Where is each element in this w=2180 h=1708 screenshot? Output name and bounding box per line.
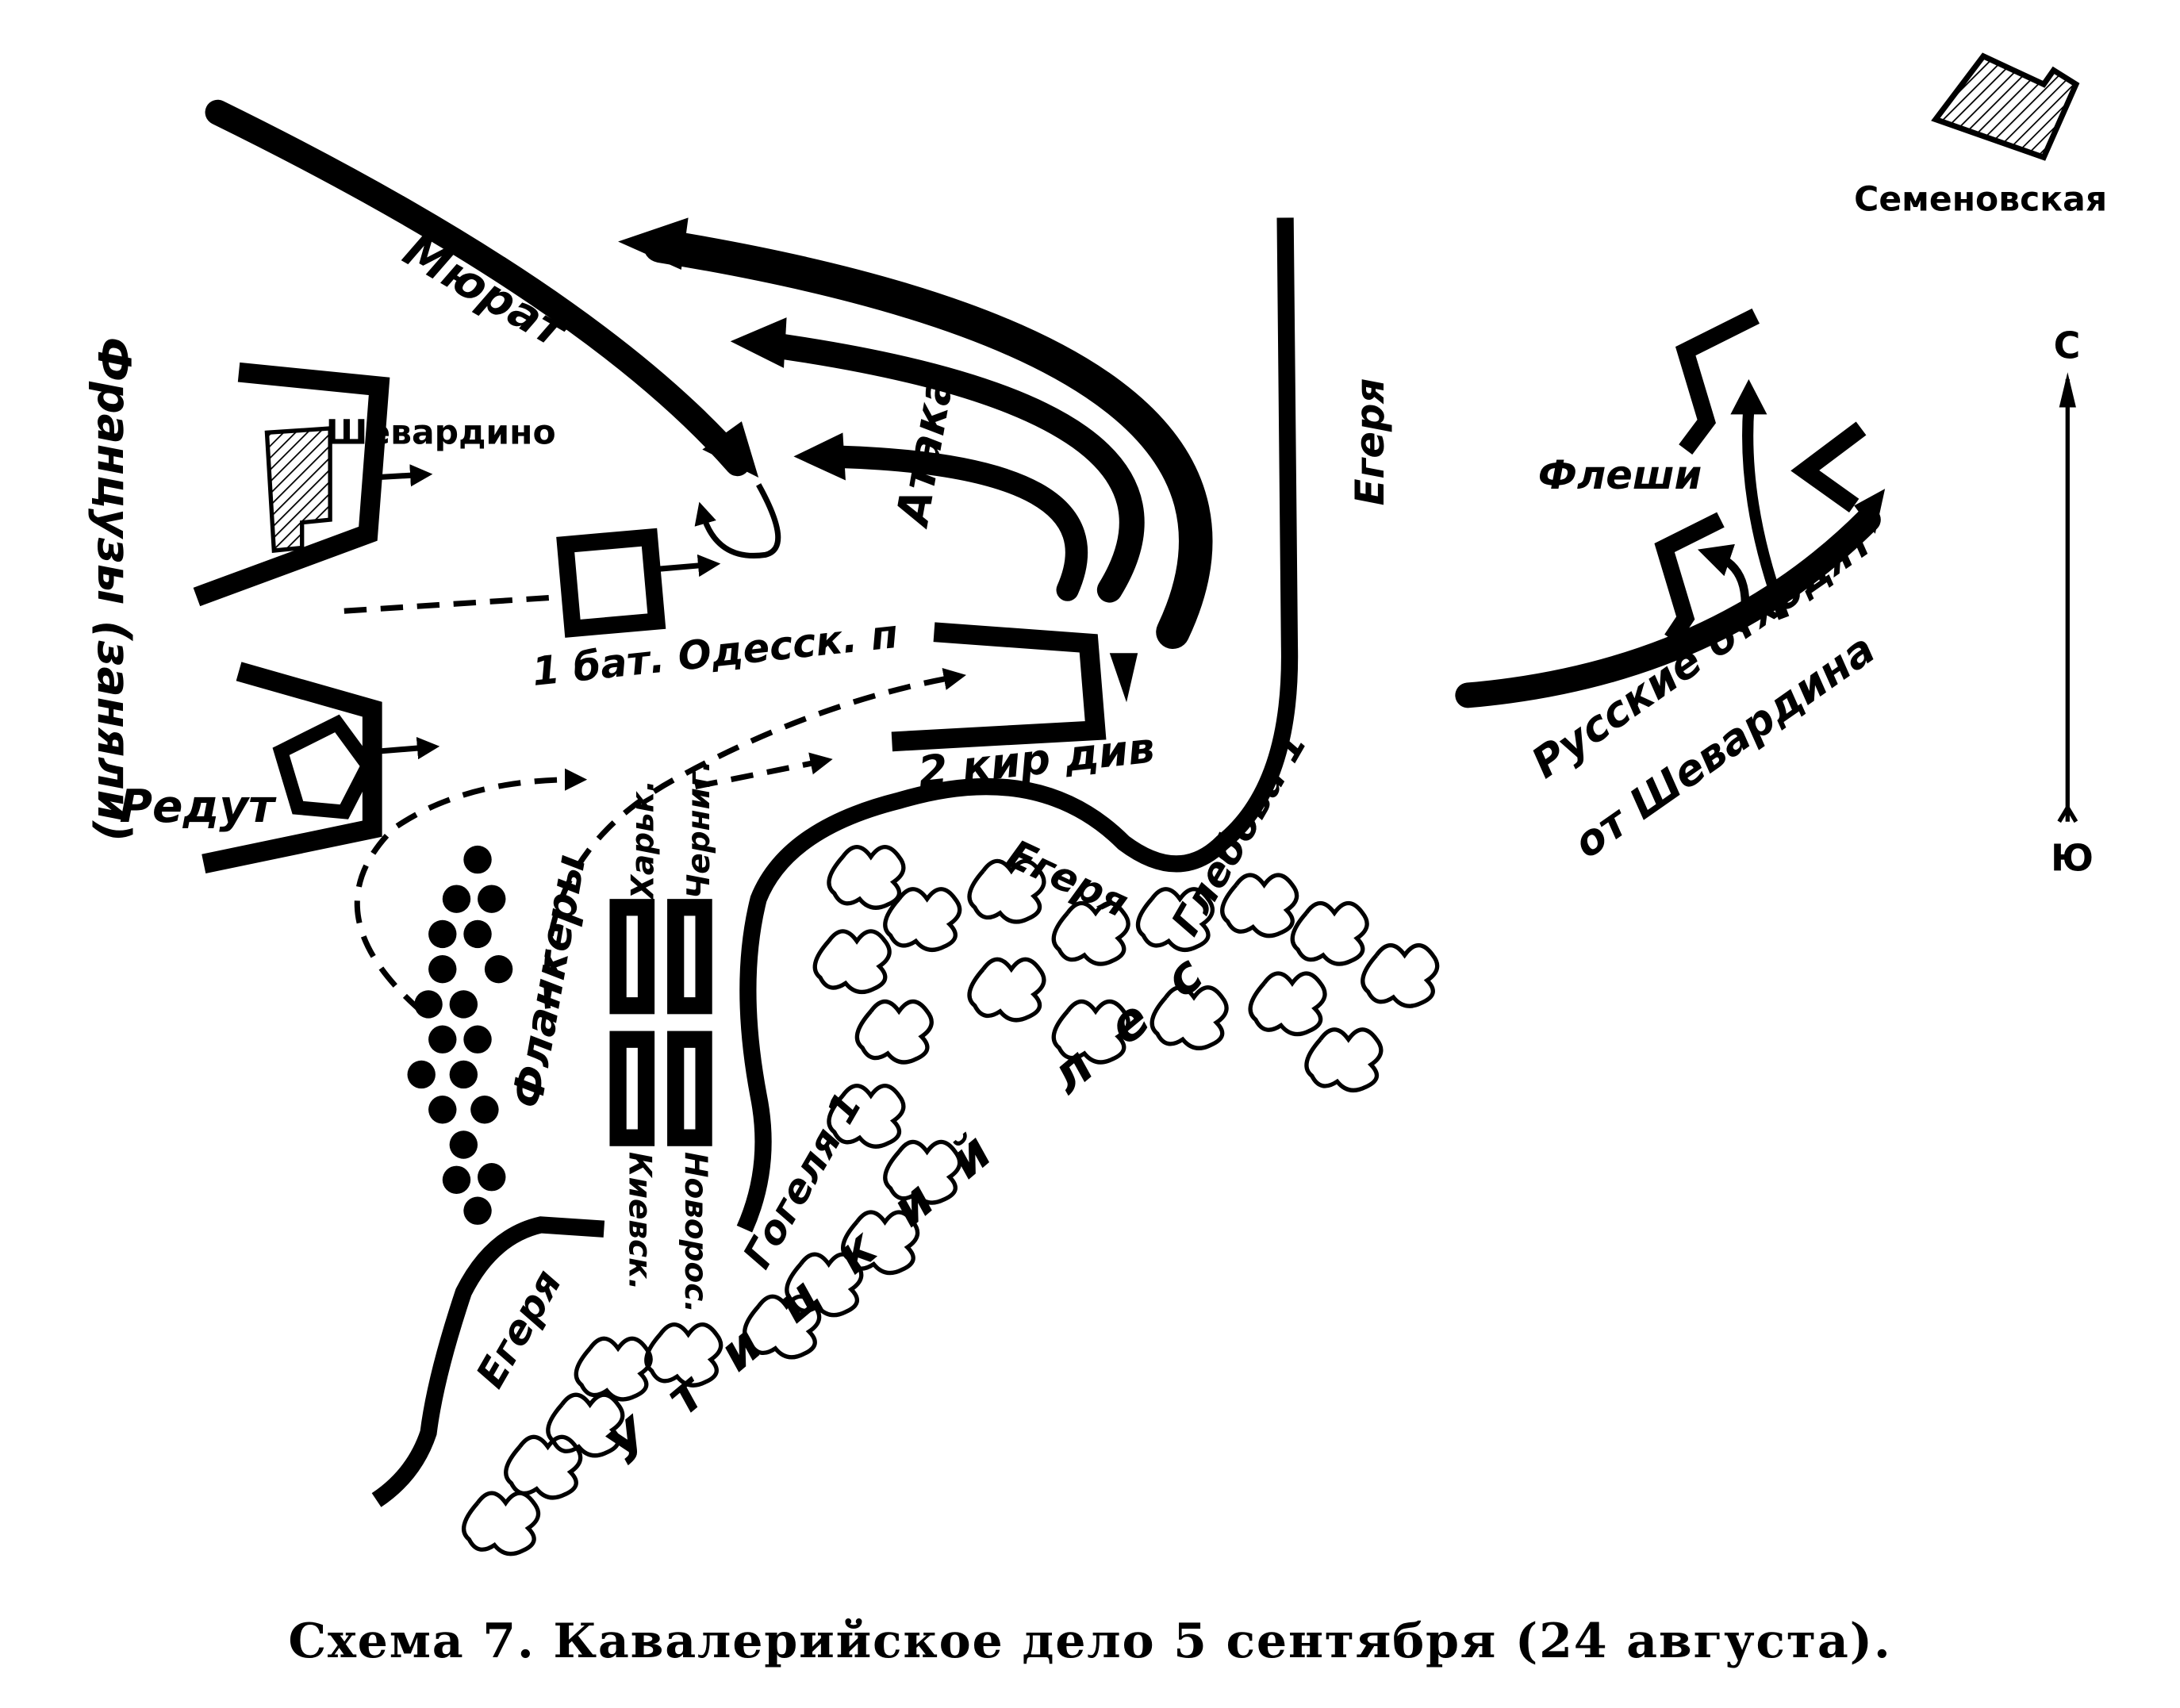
forest-tree-mark (1135, 887, 1215, 952)
flanker-mark (463, 1196, 492, 1225)
flanker-mark (428, 1025, 457, 1054)
redoubt: Редут (120, 662, 440, 874)
forest-tree-mark (967, 957, 1046, 1023)
forest-tree-mark (504, 1434, 583, 1500)
flankers: Фланкеры (407, 845, 595, 1225)
forest-tree-mark (461, 1491, 541, 1556)
forest-tree-mark (827, 845, 906, 910)
forest-tree-mark (883, 887, 962, 952)
counter-hook (694, 483, 781, 558)
flanker-mark (414, 990, 443, 1019)
kharkov-label: Харьк. (625, 780, 661, 900)
dashed-route-2 (354, 768, 588, 1014)
forest-tree-mark (574, 1336, 653, 1402)
flanker-mark (478, 885, 506, 913)
chernigov-label: Черниг. (681, 760, 717, 899)
jaegers-left-line (371, 1216, 605, 1507)
shevardino: Шевардино (193, 362, 556, 607)
dashed-route-3 (694, 752, 833, 789)
flanker-mark (449, 1130, 478, 1159)
flanker-mark (449, 990, 478, 1019)
flanker-mark (407, 1060, 436, 1089)
compass-north: С (2054, 324, 2081, 367)
flankers-label: Фланкеры (502, 851, 595, 1111)
forest-tree-mark (1290, 900, 1369, 966)
forest-tree-mark (1051, 900, 1130, 966)
gogel-jaegers-label: Егеря (467, 1262, 571, 1395)
forest-tree-mark (967, 858, 1046, 924)
flanker-mark (484, 954, 513, 984)
kiev-label: Киевск. (621, 1152, 657, 1290)
fleches: Флеши Русские отходят от Шевардина (1455, 308, 1886, 868)
odessa-battalion: 1 бат. Одесск. п (344, 528, 900, 695)
utitsky-forest (461, 845, 1440, 1556)
flanker-mark (428, 919, 457, 949)
fleches-label: Флеши (1538, 452, 1702, 498)
redoubt-label: Редут (120, 781, 278, 833)
flanker-mark (428, 1096, 457, 1124)
forest-tree-mark (1149, 985, 1229, 1050)
flanker-mark (463, 845, 492, 874)
glebov-label: Глебова 1 (1162, 723, 1316, 942)
regiments: Харьк. Черниг. Киевск. Новорос. (609, 760, 717, 1313)
semenovskaya-village: Семеновская (1854, 52, 2107, 220)
shevardino-label: Шевардино (326, 413, 556, 452)
forest-tree-mark (1248, 971, 1327, 1037)
compass-south: Ю (2051, 837, 2094, 880)
flanker-mark (442, 1165, 471, 1194)
flanker-mark (442, 885, 471, 913)
flanker-mark (470, 1096, 499, 1124)
compass: С Ю (2051, 324, 2094, 879)
forest-tree-mark (1304, 1027, 1384, 1093)
forest-tree-mark (1361, 942, 1440, 1008)
flanker-mark (463, 919, 492, 949)
forest-tree-mark (854, 999, 934, 1065)
dashed-route (543, 667, 966, 1009)
semenovskaya-label: Семеновская (1854, 181, 2107, 220)
jaegers-right-line (736, 217, 1299, 1233)
forest-tree-mark (743, 1294, 822, 1360)
cuirassier-division: 2 кир див (891, 622, 1157, 796)
forest-tree-mark (785, 1252, 864, 1318)
forest-tree-mark (1051, 999, 1130, 1065)
flanker-mark (449, 1060, 478, 1089)
forest-tree-mark (1220, 873, 1299, 938)
forest-tree-mark (827, 1084, 906, 1149)
flanker-mark (428, 954, 457, 984)
forest-tree-mark (841, 1210, 920, 1276)
attack-label: Атака (886, 370, 965, 532)
novoros-label: Новорос. (677, 1152, 713, 1313)
french-label: Французы (заняли) (87, 337, 140, 842)
forest-tree-mark (546, 1392, 625, 1458)
map-caption: Схема 7. Кавалерийское дело 5 сентября (… (288, 1613, 1891, 1669)
forest-tree-mark (812, 929, 892, 995)
attack-arrows: Атака (618, 217, 1213, 649)
forest-tree-mark (644, 1322, 723, 1388)
jaegers-right-label: Егеря (1347, 378, 1393, 506)
flanker-mark (478, 1163, 506, 1192)
forest-tree-mark (883, 1139, 962, 1205)
flanker-mark (463, 1025, 492, 1054)
